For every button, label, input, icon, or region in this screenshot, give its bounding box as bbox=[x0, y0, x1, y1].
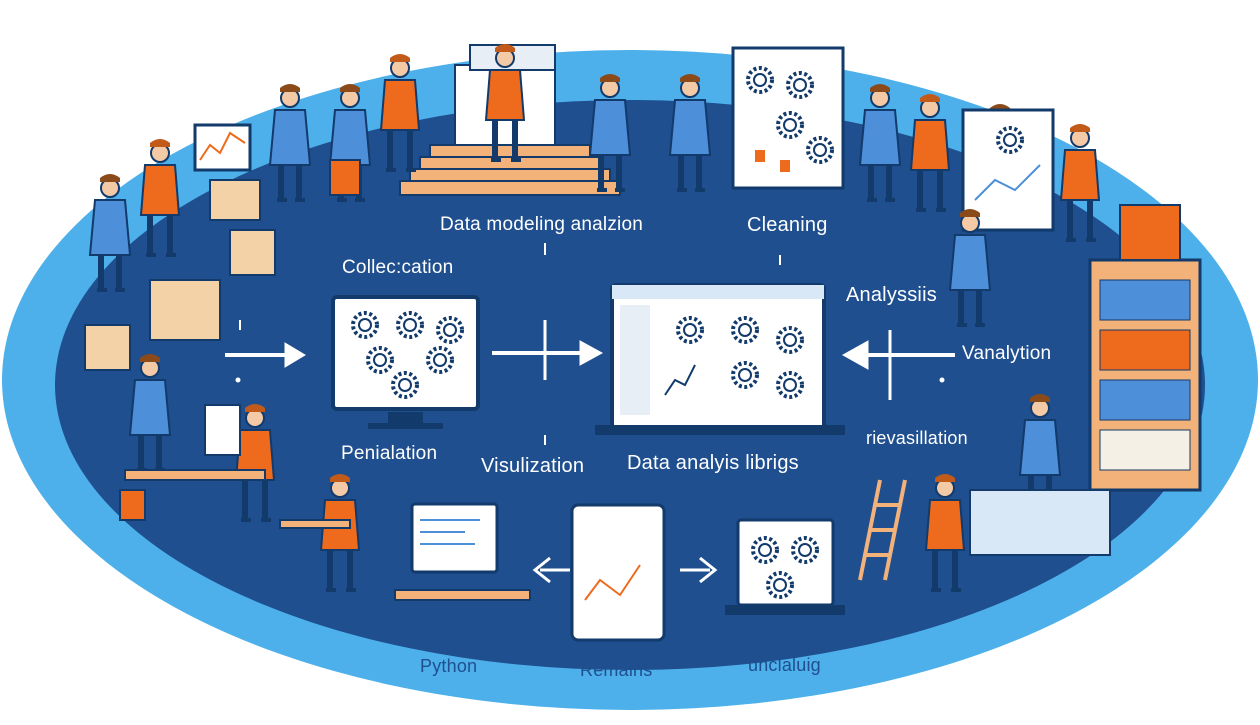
label-unclaluig: unclaluig bbox=[748, 655, 821, 675]
label-penialation: Penialation bbox=[341, 443, 438, 464]
monitor-bottom-left bbox=[394, 502, 531, 601]
monitor-center bbox=[595, 283, 845, 435]
right-cluster bbox=[858, 204, 1202, 590]
monitor-left bbox=[331, 295, 480, 429]
label-analysis: Analyssiis bbox=[846, 284, 937, 306]
flow-arrows bbox=[225, 243, 955, 584]
label-cleaning: Cleaning bbox=[747, 214, 828, 236]
label-visulization: Visulization bbox=[481, 455, 585, 477]
label-remains: Remains bbox=[580, 660, 653, 680]
chart-board-top bbox=[731, 46, 845, 190]
label-collection: Collec:cation bbox=[342, 257, 454, 278]
label-python: Python bbox=[420, 656, 478, 676]
label-data-analysis-libs: Data analyis librigs bbox=[627, 452, 799, 474]
podium-group bbox=[399, 44, 621, 196]
left-cluster bbox=[84, 123, 276, 371]
crowd-top bbox=[270, 54, 1099, 240]
label-vanalytion: Vanalytion bbox=[962, 343, 1052, 364]
tablet-bottom-center bbox=[570, 503, 666, 642]
label-data-modeling: Data modeling analzion bbox=[440, 214, 643, 235]
chart-board-right bbox=[961, 108, 1055, 232]
left-desk-cluster bbox=[119, 354, 359, 590]
label-rievasillation: rievasillation bbox=[866, 428, 968, 448]
laptop-bottom-right bbox=[725, 518, 845, 615]
